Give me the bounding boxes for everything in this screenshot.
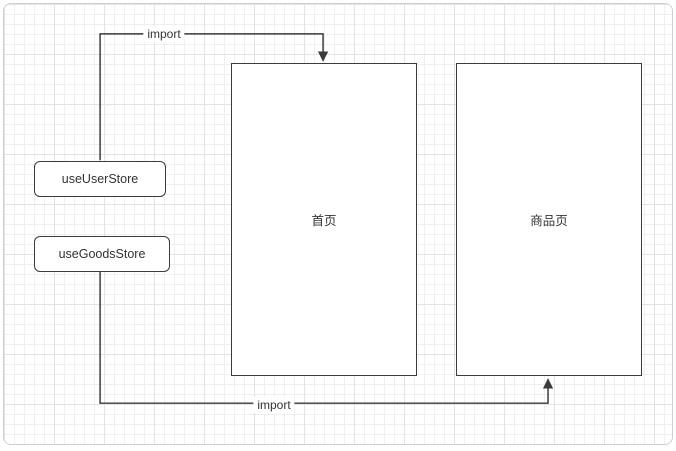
node-useUserStore: useUserStore — [34, 161, 166, 197]
node-useUserStore-label: useUserStore — [61, 172, 139, 186]
node-goods-page-label: 商品页 — [530, 214, 568, 228]
edge-label-import-top: import — [143, 26, 185, 42]
edge-useGoodsStore-to-goods — [99, 270, 554, 404]
node-goods-page: 商品页 — [456, 63, 642, 376]
diagram-canvas: useUserStore useGoodsStore 首页 商品页 import… — [3, 3, 673, 445]
node-useGoodsStore: useGoodsStore — [34, 236, 170, 272]
connector-layer — [99, 33, 554, 404]
node-home-page-label: 首页 — [311, 214, 337, 228]
node-useGoodsStore-label: useGoodsStore — [58, 247, 146, 261]
edge-useUserStore-to-home — [99, 33, 329, 161]
edge-label-import-bottom: import — [253, 397, 295, 413]
node-home-page: 首页 — [231, 63, 417, 376]
